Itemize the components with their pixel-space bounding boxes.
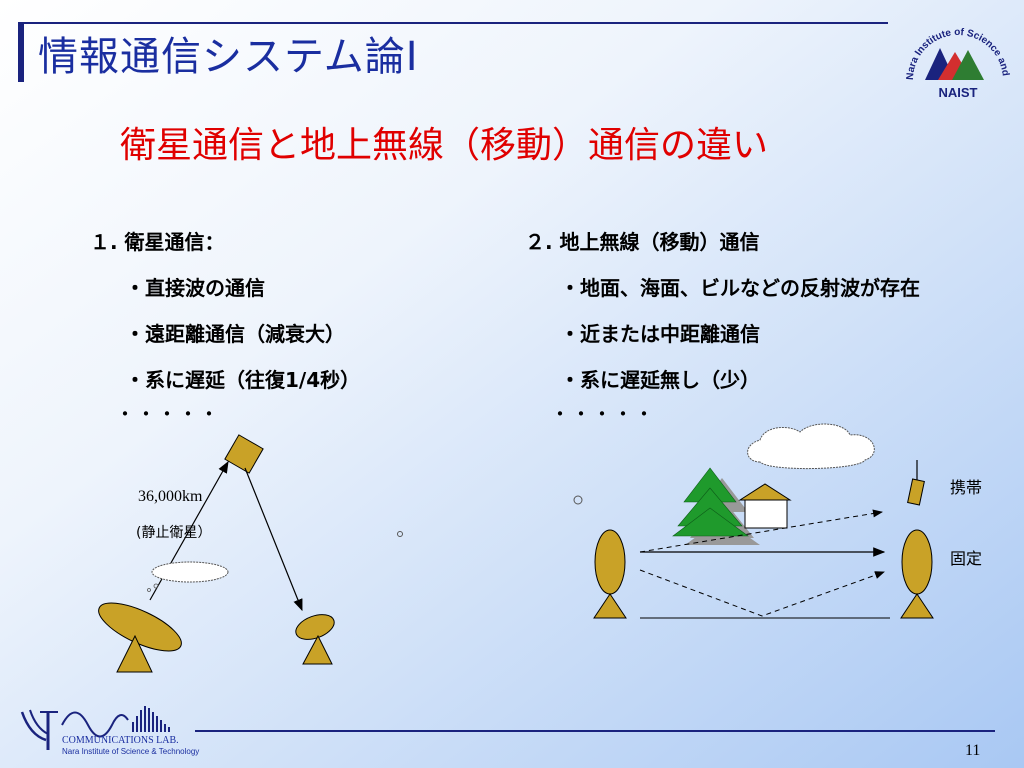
left-heading: １. 衛星通信：	[90, 230, 225, 254]
distance-label: 36,000km	[138, 488, 203, 505]
page-number: 11	[965, 742, 981, 759]
title-underline	[18, 22, 888, 24]
reflected-path-arrow	[639, 509, 883, 553]
bubble-dot	[573, 495, 583, 505]
left-item-1: ・直接波の通信	[125, 276, 265, 300]
left-ellipsis: ・・・・・	[115, 402, 220, 426]
right-heading: ２. 地上無線（移動）通信	[525, 230, 760, 254]
cloud-icon	[747, 423, 875, 470]
small-dish-antenna-icon	[295, 614, 335, 665]
large-dish-antenna-icon	[98, 602, 182, 673]
fixed-antenna-icon	[900, 529, 934, 619]
small-cloud-icon	[147, 561, 229, 592]
fixed-label: 固定	[950, 549, 983, 568]
mobile-antenna-icon	[907, 460, 925, 506]
base-station-antenna-icon	[593, 529, 627, 619]
right-ellipsis: ・・・・・	[550, 402, 655, 426]
naist-mountain-icon	[925, 48, 984, 80]
lab-name: COMMUNICATIONS LAB.	[62, 735, 179, 746]
title-accent-bar	[18, 22, 24, 82]
downlink-arrow	[244, 467, 303, 612]
naist-wordmark: NAIST	[939, 85, 978, 100]
bubble-dot	[397, 531, 403, 537]
right-item-2: ・近または中距離通信	[560, 322, 760, 346]
right-item-3: ・系に遅延無し（少）	[560, 368, 760, 392]
tree-icon	[672, 467, 760, 545]
right-item-1: ・地面、海面、ビルなどの反射波が存在	[560, 276, 920, 300]
lab-institute: Nara Institute of Science & Technology	[62, 747, 200, 756]
ground-reflection-arrow	[639, 569, 885, 617]
mobile-label: 携帯	[950, 478, 983, 497]
satellite-icon	[224, 434, 264, 474]
house-icon	[738, 483, 792, 529]
left-item-3: ・系に遅延（往復1/4秒）	[125, 368, 361, 392]
slide-title: 情報通信システム論Ⅰ	[38, 34, 419, 80]
geostationary-label: (静止衛星）	[136, 525, 212, 541]
footer-line	[195, 730, 995, 732]
left-item-2: ・遠距離通信（減衰大）	[125, 322, 345, 346]
slide-subtitle: 衛星通信と地上無線（移動）通信の違い	[120, 125, 769, 166]
